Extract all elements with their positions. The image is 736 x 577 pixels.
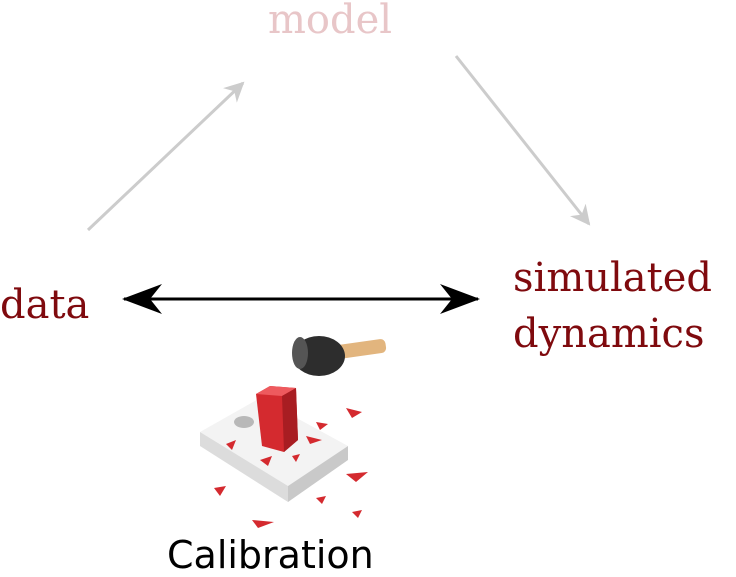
hammer-and-peg-board-icon bbox=[200, 336, 387, 528]
data-to-model-arrow bbox=[86, 81, 245, 232]
red-shards-icon bbox=[214, 408, 368, 528]
model-to-simulated-arrow bbox=[454, 55, 591, 226]
dynamics-line: dynamics bbox=[513, 311, 705, 357]
hammer-icon bbox=[292, 336, 387, 376]
model-node-label: model bbox=[268, 0, 393, 43]
red-peg-icon bbox=[256, 386, 298, 452]
simulated-dynamics-node-label: simulated dynamics bbox=[513, 250, 712, 362]
simulated-line: simulated bbox=[513, 255, 713, 301]
data-node-label: data bbox=[0, 282, 90, 328]
calibration-caption: Calibration bbox=[167, 533, 374, 577]
